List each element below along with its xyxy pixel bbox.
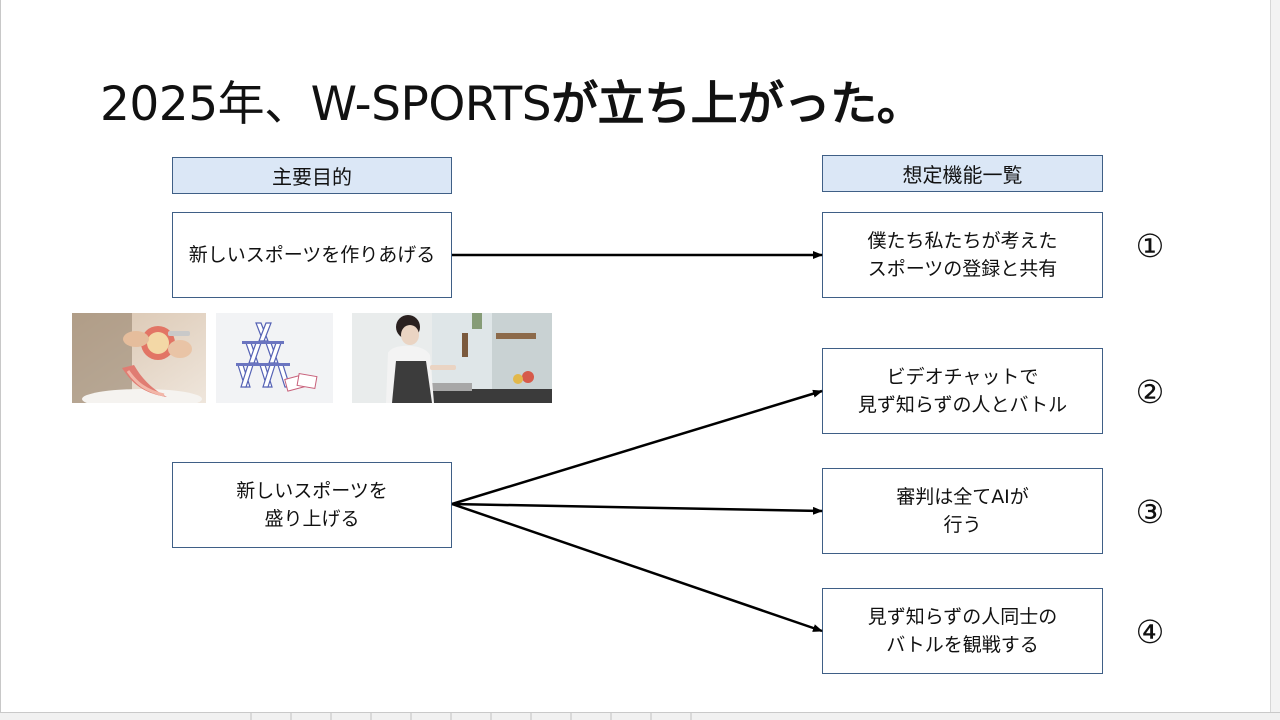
feature-box-3: 審判は全てAIが 行う [822, 468, 1103, 554]
feature-number-3: ③ [1135, 493, 1165, 531]
feature-box-4-line2: バトルを観戦する [886, 634, 1039, 656]
feature-box-4-line1: 見ず知らずの人同士の [867, 606, 1058, 628]
feature-box-2-line2: 見ず知らずの人とバトル [857, 394, 1068, 416]
woman-cooking-photo [352, 313, 552, 403]
goal-box-promote-line2: 盛り上げる [264, 508, 360, 530]
connection-arrow-4 [451, 502, 823, 633]
connection-arrow-2 [451, 389, 823, 506]
slide-title-rest: が立ち上がった。 [551, 77, 924, 132]
feature-box-1-line1: 僕たち私たちが考えた [867, 230, 1058, 252]
slide-title-year: 2025年、W-SPORTS [100, 77, 552, 132]
feature-number-1: ① [1135, 227, 1165, 265]
feature-box-4: 見ず知らずの人同士の バトルを観戦する [822, 588, 1103, 674]
connection-arrow-3 [451, 502, 823, 515]
feature-box-2-line1: ビデオチャットで [886, 366, 1039, 388]
feature-box-1: 僕たち私たちが考えた スポーツの登録と共有 [822, 212, 1103, 298]
feature-box-3-line1: 審判は全てAIが [896, 486, 1029, 508]
window-bottom-strip [250, 713, 720, 720]
goals-header: 主要目的 [172, 157, 452, 194]
feature-number-4: ④ [1135, 613, 1165, 651]
window-edge-left [0, 0, 1, 720]
feature-box-2: ビデオチャットで 見ず知らずの人とバトル [822, 348, 1103, 434]
feature-number-2: ② [1135, 373, 1165, 411]
feature-box-1-line2: スポーツの登録と共有 [867, 258, 1058, 280]
features-header: 想定機能一覧 [822, 155, 1103, 192]
goal-box-promote-line1: 新しいスポーツを [236, 480, 388, 502]
goals-header-label: 主要目的 [272, 165, 352, 189]
window-edge-right [1270, 0, 1280, 720]
slide-title: 2025年、W-SPORTSが立ち上がった。 [100, 70, 924, 140]
goal-box-create: 新しいスポーツを作りあげる [172, 212, 452, 298]
goal-box-promote: 新しいスポーツを 盛り上げる [172, 462, 452, 548]
peeling-apple-photo [72, 313, 206, 403]
goal-box-create-line1: 新しいスポーツを作りあげる [188, 244, 436, 266]
features-header-label: 想定機能一覧 [902, 163, 1023, 187]
feature-box-3-line2: 行う [943, 514, 982, 536]
card-tower-photo [216, 313, 333, 403]
